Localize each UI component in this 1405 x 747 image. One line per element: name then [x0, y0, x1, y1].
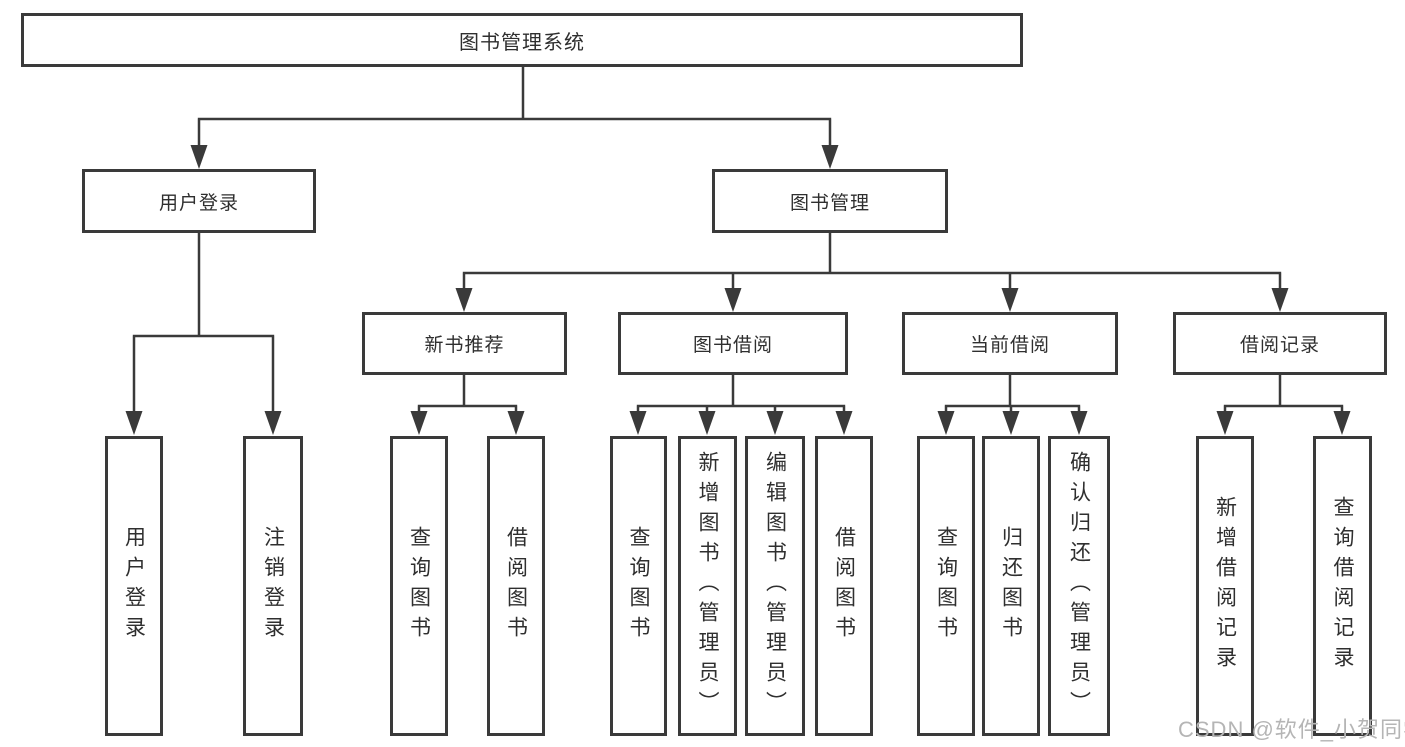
leaf-query-book-current-label: 查询图书 — [934, 526, 958, 646]
leaf-add-book-admin: 新增图书（管理员） — [678, 436, 737, 736]
leaf-borrow-book-borrow-label: 借阅图书 — [832, 526, 856, 646]
node-book-mgmt-label: 图书管理 — [789, 192, 870, 214]
node-user-login: 用户登录 — [82, 169, 316, 233]
node-book-borrow-label: 图书借阅 — [692, 335, 773, 356]
leaf-edit-book-admin: 编辑图书（管理员） — [745, 436, 805, 736]
node-borrow-records-label: 借阅记录 — [1239, 335, 1320, 356]
node-book-mgmt: 图书管理 — [712, 169, 948, 233]
leaf-user-login: 用户登录 — [105, 436, 163, 736]
leaf-confirm-return-admin: 确认归还（管理员） — [1048, 436, 1110, 736]
node-new-book-rec: 新书推荐 — [362, 312, 567, 375]
leaf-add-borrow-record: 新增借阅记录 — [1196, 436, 1254, 736]
leaf-return-book-label: 归还图书 — [999, 526, 1023, 646]
node-book-borrow: 图书借阅 — [618, 312, 848, 375]
leaf-query-book-borrow: 查询图书 — [610, 436, 667, 736]
leaf-user-login-label: 用户登录 — [122, 526, 146, 646]
csdn-watermark: CSDN @软件_小贺同学 — [1178, 717, 1405, 742]
node-new-book-rec-label: 新书推荐 — [424, 335, 505, 356]
leaf-confirm-return-admin-label: 确认归还（管理员） — [1067, 451, 1091, 721]
leaf-borrow-book-rec: 借阅图书 — [487, 436, 545, 736]
leaf-add-borrow-record-label: 新增借阅记录 — [1213, 496, 1237, 676]
node-current-borrow: 当前借阅 — [902, 312, 1118, 375]
node-user-login-label: 用户登录 — [158, 192, 239, 214]
leaf-query-book-rec: 查询图书 — [390, 436, 448, 736]
leaf-logout-label: 注销登录 — [261, 526, 285, 646]
leaf-query-book-current: 查询图书 — [917, 436, 975, 736]
leaf-borrow-book-rec-label: 借阅图书 — [504, 526, 528, 646]
leaf-add-book-admin-label: 新增图书（管理员） — [696, 451, 719, 721]
node-root-label: 图书管理系统 — [459, 31, 585, 54]
node-current-borrow-label: 当前借阅 — [969, 335, 1050, 356]
leaf-query-borrow-record-label: 查询借阅记录 — [1331, 496, 1354, 676]
node-root: 图书管理系统 — [21, 13, 1023, 67]
leaf-return-book: 归还图书 — [982, 436, 1040, 736]
leaf-query-book-borrow-label: 查询图书 — [627, 526, 650, 646]
leaf-query-book-rec-label: 查询图书 — [407, 526, 431, 646]
leaf-query-borrow-record: 查询借阅记录 — [1313, 436, 1372, 736]
leaf-borrow-book-borrow: 借阅图书 — [815, 436, 873, 736]
node-borrow-records: 借阅记录 — [1173, 312, 1387, 375]
leaf-edit-book-admin-label: 编辑图书（管理员） — [763, 451, 787, 721]
leaf-logout: 注销登录 — [243, 436, 303, 736]
